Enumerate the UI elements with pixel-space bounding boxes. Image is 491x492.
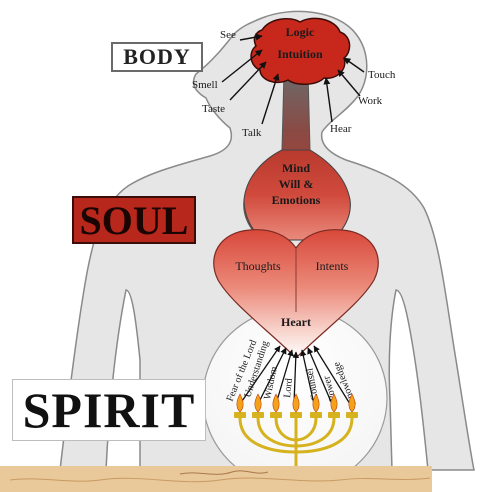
spirit-label-box: SPIRIT <box>12 379 206 441</box>
touch-label: Touch <box>368 69 396 81</box>
body-label-box: BODY <box>111 42 203 72</box>
talk-label: Talk <box>242 127 262 139</box>
mind-label: Mind <box>282 161 310 175</box>
logic-label: Logic <box>286 25 315 39</box>
soul-label-box: SOUL <box>72 196 196 244</box>
heart-label: Heart <box>281 315 311 329</box>
will-label: Will & <box>279 177 314 191</box>
intuition-label: Intuition <box>277 47 323 61</box>
work-label: Work <box>358 95 383 107</box>
taste-label: Taste <box>202 103 225 115</box>
hear-label: Hear <box>330 123 352 135</box>
see-label: See <box>220 29 236 41</box>
emotions-label: Emotions <box>272 193 321 207</box>
spirit-input-lord: Lord <box>282 378 295 398</box>
intents-label: Intents <box>316 259 349 273</box>
thoughts-label: Thoughts <box>235 259 281 273</box>
smell-label: Smell <box>192 79 218 91</box>
